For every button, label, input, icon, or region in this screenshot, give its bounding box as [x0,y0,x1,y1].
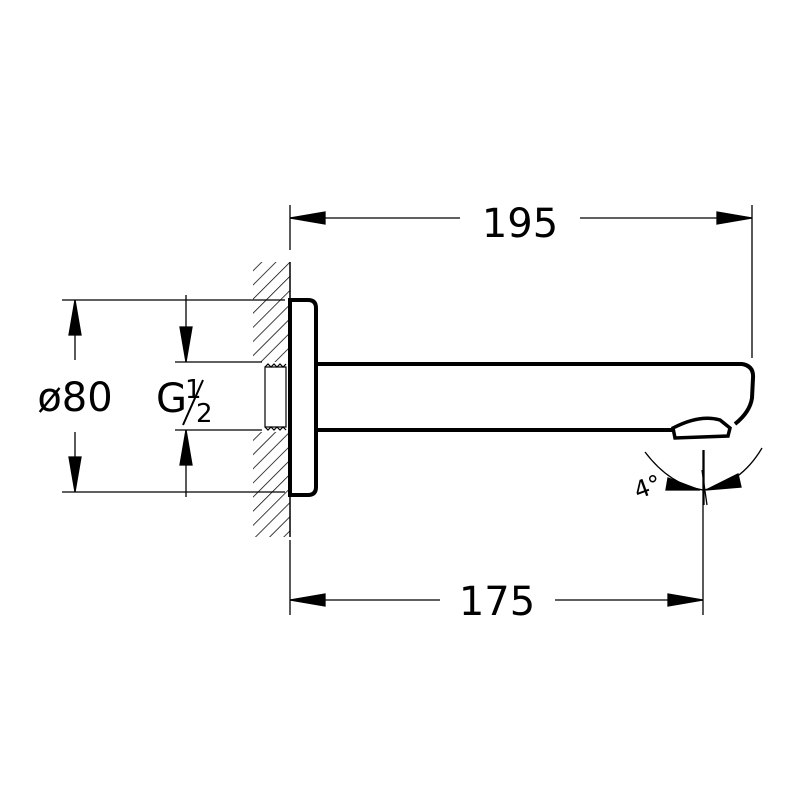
svg-text:G: G [156,376,187,422]
angle-dimension [644,447,763,506]
dimension-diameter [62,299,285,493]
flange [288,298,318,497]
dimension-thread-label: G 1 2 [156,375,213,429]
svg-text:2: 2 [196,399,213,429]
svg-text:1: 1 [185,375,202,405]
dimension-195 [289,205,753,358]
dimension-175-label: 175 [459,579,535,625]
dimension-195-label: 195 [482,201,558,247]
angle-label: 4° [630,469,665,505]
dimension-thread [175,295,262,497]
spout-body [316,362,756,432]
thread-connection [264,363,287,431]
dimension-diameter-label: ø80 [37,375,112,421]
dimension-175 [289,450,704,615]
spout-outlet [671,416,732,440]
wall-hatch [253,262,291,537]
